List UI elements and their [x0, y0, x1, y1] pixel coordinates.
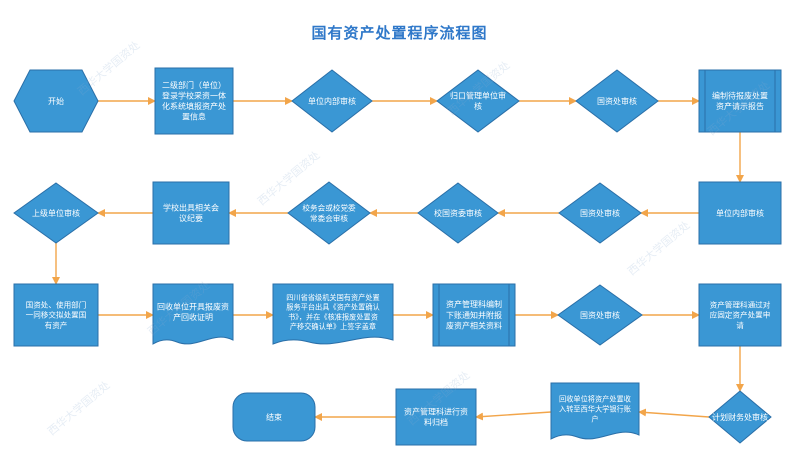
flow-node-label: 编制待报废处置资产请示报告: [712, 91, 768, 112]
terminator-shape: [232, 392, 316, 442]
decision-shape: [557, 284, 643, 346]
flow-node-label: 国资处、使用部门一同移交拟处置国有资产: [26, 299, 87, 329]
flow-node-label: 学校出具相关会议纪要: [163, 203, 219, 224]
flow-node-d9: 计划财务处审核: [708, 390, 772, 444]
flow-node-label: 单位内部审核: [716, 208, 764, 218]
document-shape: [272, 283, 394, 345]
decision-shape: [287, 181, 371, 245]
flow-node-n9: 资产管理科通过对应固定资产处置申请: [698, 283, 782, 347]
flow-node-label: 校务会或校党委常委会审核: [302, 203, 356, 223]
process-shape: [152, 181, 230, 245]
flow-node-label: 资产管理科通过对应固定资产处置申请: [710, 299, 771, 329]
flow-node-d2: 归口管理单位审核: [436, 69, 520, 133]
flow-node-label: 上级单位审核: [32, 208, 80, 218]
flow-node-d3: 国资处审核: [575, 69, 659, 133]
flow-arrow: [638, 408, 710, 418]
flow-node-label: 开始: [48, 96, 64, 106]
decision-shape: [417, 182, 499, 244]
decision-shape: [436, 69, 520, 133]
flow-node-n6: 回收单位开具报废资产回收证明: [152, 283, 234, 345]
process-shape: [698, 181, 782, 245]
flow-node-label: 回收单位将资产处置收入转至西华大学银行账户: [559, 395, 631, 424]
flow-node-n5: 国资处、使用部门一同移交拟处置国有资产: [13, 283, 99, 347]
predefined-shape: [698, 69, 782, 133]
flow-node-label: 四川省省级机关国有资产处置服务平台出具《资产处置确认书》，并在《核准报废处置资产…: [286, 293, 379, 331]
flow-node-label: 二级部门（单位）登录学校采资一体化系统填报资产处置信息: [162, 80, 226, 122]
flow-nodes: 开始二级部门（单位）登录学校采资一体化系统填报资产处置信息单位内部审核归口管理单…: [13, 67, 782, 446]
flow-node-d8: 国资处审核: [557, 284, 643, 346]
page-title: 国有资产处置程序流程图: [311, 24, 488, 42]
predefined-shape: [432, 283, 516, 347]
decision-shape: [291, 69, 373, 133]
flow-node-d4: 国资处审核: [558, 182, 642, 244]
decision-shape: [575, 69, 659, 133]
flow-node-d5: 校国资委审核: [417, 182, 499, 244]
document-shape: [550, 382, 640, 440]
process-shape: [395, 388, 477, 446]
flow-node-n4: 学校出具相关会议纪要: [152, 181, 230, 245]
flow-node-label: 校国资委审核: [434, 208, 482, 218]
flow-node-d6: 校务会或校党委常委会审核: [287, 181, 371, 245]
flow-node-n8: 资产管理科编制下账通知并附报废资产相关资料: [432, 283, 516, 347]
flow-node-n2: 编制待报废处置资产请示报告: [698, 69, 782, 133]
hexagon-shape: [13, 69, 99, 133]
flow-node-n11: 资产管理科进行资料归档: [395, 388, 477, 446]
process-shape: [154, 67, 234, 135]
flow-node-label: 单位内部审核: [308, 96, 356, 106]
flow-node-n7: 四川省省级机关国有资产处置服务平台出具《资产处置确认书》，并在《核准报废处置资产…: [272, 283, 394, 345]
flow-node-label: 结束: [266, 412, 282, 422]
decision-shape: [708, 390, 772, 444]
flow-node-label: 归口管理单位审核: [450, 91, 506, 112]
flow-node-label: 国资处审核: [597, 96, 637, 106]
flow-node-label: 资产管理科编制下账通知并附报废资产相关资料: [446, 299, 502, 330]
flow-node-n3: 单位内部审核: [698, 181, 782, 245]
flow-node-label: 国资处审核: [580, 208, 620, 218]
flow-node-label: 资产管理科进行资料归档: [404, 407, 468, 428]
decision-shape: [558, 182, 642, 244]
flow-node-d1: 单位内部审核: [291, 69, 373, 133]
flow-node-start: 开始: [13, 69, 99, 133]
flow-node-end: 结束: [232, 392, 316, 442]
flow-node-label: 回收单位开具报废资产回收证明: [157, 302, 229, 323]
flow-connectors: [52, 97, 744, 421]
flow-node-label: 计划财务处审核: [712, 412, 768, 422]
decision-shape: [13, 182, 99, 244]
process-shape: [698, 283, 782, 347]
flow-node-n1: 二级部门（单位）登录学校采资一体化系统填报资产处置信息: [154, 67, 234, 135]
flow-arrow: [475, 411, 552, 421]
process-shape: [13, 283, 99, 347]
document-shape: [152, 283, 234, 345]
flow-node-d7: 上级单位审核: [13, 182, 99, 244]
flow-node-label: 国资处审核: [580, 310, 620, 320]
flow-node-n10: 回收单位将资产处置收入转至西华大学银行账户: [550, 382, 640, 440]
